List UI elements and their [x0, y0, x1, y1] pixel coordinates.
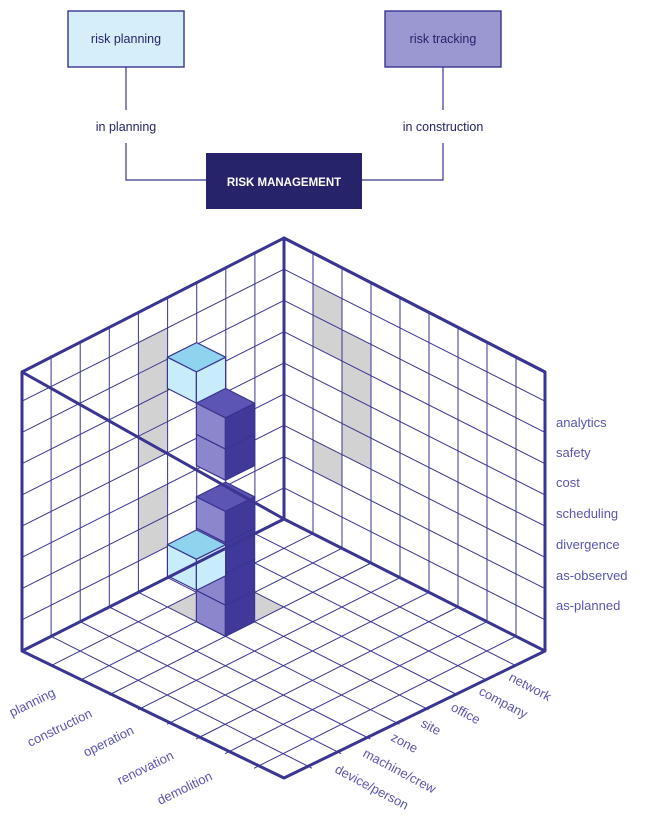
grid-line — [225, 547, 488, 681]
risk-management-label: RISK MANAGEMENT — [227, 177, 341, 189]
axis-label-site: site — [419, 715, 444, 738]
bottom-axis-labels: network company office site zone machine… — [333, 669, 555, 812]
grid-line — [283, 487, 546, 621]
grid-line — [21, 299, 285, 433]
right-axis-labels: analytics safety cost scheduling diverge… — [556, 415, 628, 613]
cube-face-top — [195, 481, 256, 512]
risk-tracking-label: risk tracking — [410, 32, 477, 46]
axis-label-scheduling: scheduling — [556, 506, 618, 521]
grid-line — [195, 606, 459, 740]
axis-label-divergence: divergence — [556, 537, 620, 552]
axis-label-safety: safety — [556, 445, 591, 460]
grid-line — [283, 362, 546, 496]
cube-outline — [20, 236, 547, 780]
axis-label-analytics: analytics — [556, 415, 607, 430]
cube-blocks — [166, 342, 256, 637]
axis-label-renovation: renovation — [115, 748, 176, 788]
cube-block — [195, 481, 256, 544]
in-construction-label: in construction — [403, 120, 484, 134]
cube-block — [166, 342, 227, 404]
grid-line — [109, 606, 371, 740]
axis-label-planning: planning — [7, 685, 58, 720]
cube-floor-edge — [283, 517, 546, 653]
grid-line — [21, 456, 285, 590]
risk-management-box — [206, 153, 362, 209]
grid-line — [283, 456, 546, 590]
grid-line — [283, 331, 546, 465]
axis-label-cost: cost — [556, 475, 580, 490]
risk-planning-label: risk planning — [91, 32, 161, 46]
connector-line — [125, 143, 206, 181]
axis-label-as-observed: as-observed — [556, 568, 628, 583]
grid-line — [50, 533, 314, 667]
cube-face-top — [166, 342, 227, 373]
risk-tracking-box — [384, 10, 502, 68]
grid-line — [253, 635, 517, 769]
cube-block — [166, 529, 227, 592]
grid-line — [254, 533, 517, 667]
grid-line — [137, 577, 401, 711]
connector-line — [362, 143, 444, 181]
axis-label-construction: construction — [25, 705, 95, 749]
grid-line — [21, 268, 285, 402]
grid-line — [283, 424, 546, 558]
grid-line — [50, 635, 313, 769]
axis-label-office: office — [449, 699, 483, 727]
risk-planning-box — [67, 10, 185, 68]
grid-line — [138, 591, 400, 725]
grid-line — [224, 621, 488, 755]
axis-label-operation: operation — [81, 722, 136, 759]
grid-line — [166, 591, 430, 725]
flow-chart: risk planning risk tracking in planning … — [67, 10, 502, 209]
axis-label-as-planned: as-planned — [556, 598, 620, 613]
grid-line — [283, 299, 546, 433]
cube-chart: analytics safety cost scheduling diverge… — [7, 236, 628, 813]
grid-line — [283, 393, 546, 527]
cube-face-top — [166, 529, 227, 560]
in-planning-label: in planning — [96, 120, 157, 134]
grid-line — [21, 331, 285, 465]
cube-floor-edge — [21, 517, 285, 653]
grid-line — [283, 268, 546, 402]
axis-label-demolition: demolition — [155, 768, 215, 807]
axis-label-zone: zone — [389, 729, 421, 755]
grid-line — [79, 621, 342, 755]
grid-line — [21, 362, 285, 496]
